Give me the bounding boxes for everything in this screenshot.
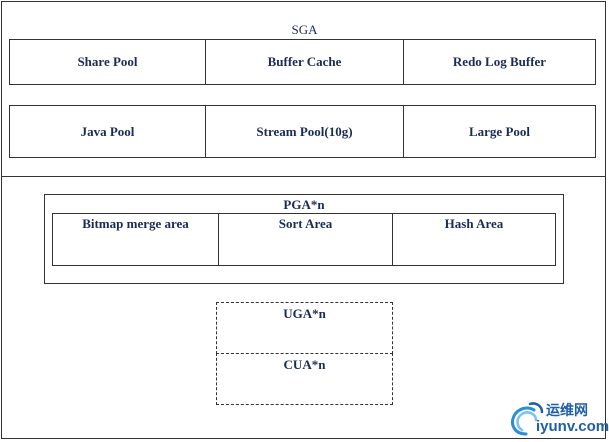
sga-row-2: Java Pool Stream Pool(10g) Large Pool (9, 105, 596, 158)
sga-title: SGA (291, 22, 318, 37)
watermark-logo: 运维网 iyunv.com (506, 396, 609, 438)
redo-log-buffer-box: Redo Log Buffer (452, 54, 547, 69)
hash-area-box: Hash Area (444, 216, 504, 231)
share-pool-box: Share Pool (10, 40, 206, 84)
large-pool-box: Large Pool (468, 123, 530, 139)
sga-row-1: Share Pool Buffer Cache Redo Log Buffer (9, 39, 596, 85)
sort-area-box: Sort Area (219, 214, 393, 265)
cua-box: CUA*n (216, 353, 393, 405)
pga-box: PGA*n Bitmap merge area Sort Area Hash A… (44, 194, 564, 284)
pga-areas-row: Bitmap merge area Sort Area Hash Area (52, 213, 556, 266)
watermark-domain: iyunv.com (536, 418, 609, 435)
bitmap-merge-area-box: Bitmap merge area (53, 214, 219, 265)
watermark-name: 运维网 (546, 403, 588, 419)
sga-divider (1, 176, 606, 177)
stream-pool-box: Stream Pool(10g) (206, 106, 404, 157)
pga-title: PGA*n (283, 197, 325, 212)
java-pool-box: Java Pool (10, 106, 206, 157)
uga-box: UGA*n (216, 302, 393, 354)
swirl-logo-icon (511, 402, 544, 436)
buffer-cache-box: Buffer Cache (206, 40, 404, 84)
